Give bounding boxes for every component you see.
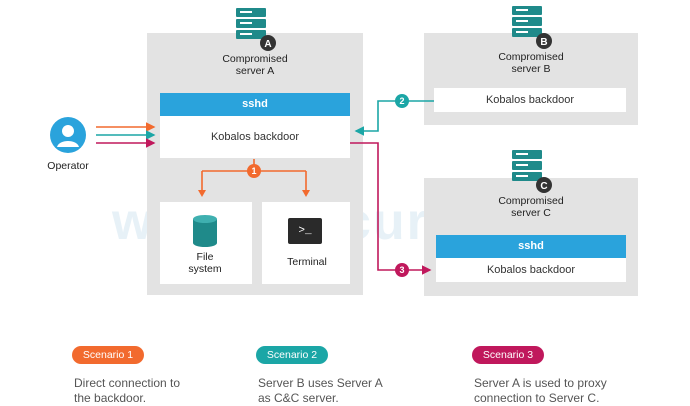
- terminal-prompt: >_: [298, 225, 312, 237]
- terminal-label: Terminal: [287, 256, 327, 268]
- database-icon: [193, 215, 217, 247]
- scenario-1-pill: Scenario 1: [72, 346, 144, 364]
- scenario-2-desc: Server B uses Server A as C&C server.: [258, 376, 383, 405]
- server-c-backdoor-box: Kobalos backdoor: [436, 258, 626, 282]
- scenario-3-pill: Scenario 3: [472, 346, 544, 364]
- scenario-1-desc: Direct connection to the backdoor.: [74, 376, 181, 405]
- terminal-icon: >_: [288, 218, 322, 244]
- scenario-2-pill: Scenario 2: [256, 346, 328, 364]
- server-b-label: Compromised server B: [498, 51, 564, 75]
- server-b-icon: B: [512, 6, 552, 49]
- operator-icon: [50, 117, 86, 153]
- server-c-badge: C: [540, 181, 547, 192]
- server-b-backdoor-box: Kobalos backdoor: [434, 88, 626, 112]
- marker-3: 3: [395, 263, 409, 277]
- server-a-label: Compromised server A: [222, 53, 288, 77]
- server-a-backdoor-box: Kobalos backdoor: [160, 116, 350, 158]
- arrow-scenario2-b-to-a: [354, 100, 434, 136]
- server-a-sshd-bar: sshd: [160, 93, 350, 116]
- server-a-badge: A: [264, 39, 271, 50]
- scenario-3-desc: Server A is used to proxy connection to …: [474, 376, 607, 405]
- marker-1: 1: [247, 164, 261, 178]
- marker-2: 2: [395, 94, 409, 108]
- server-b-badge: B: [540, 37, 547, 48]
- file-system-label: File system: [188, 251, 222, 275]
- operator-label: Operator: [47, 160, 89, 172]
- arrow-scenario3-a-to-c: [350, 142, 432, 275]
- server-a-icon: A: [236, 8, 276, 51]
- server-c-label: Compromised server C: [498, 195, 564, 219]
- server-c-sshd-bar: sshd: [436, 235, 626, 258]
- server-c-icon: C: [512, 150, 552, 193]
